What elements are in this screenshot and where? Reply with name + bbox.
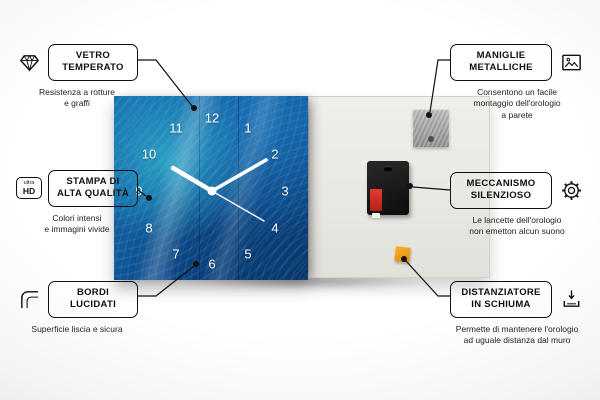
hanger-hole xyxy=(428,136,434,142)
feature-polished-edges: BORDI LUCIDATI Superficie liscia e sicur… xyxy=(16,281,138,335)
clock-number-5: 5 xyxy=(244,246,252,262)
feature-tempered-glass: VETRO TEMPERATO Resistenza a rotture e g… xyxy=(16,44,138,110)
polished-edge-icon xyxy=(16,287,42,311)
clock-number-1: 1 xyxy=(244,120,252,136)
clock-number-11: 11 xyxy=(169,120,183,136)
feature-title: BORDI LUCIDATI xyxy=(48,281,138,318)
battery-contact xyxy=(372,213,380,218)
glass-fold-line xyxy=(238,96,240,280)
feature-description: Colori intensi e immagini vivide xyxy=(44,212,110,235)
feature-description: Permette di mantenere l'orologio ad ugua… xyxy=(455,323,579,346)
gear-icon xyxy=(558,178,584,202)
feature-foam-spacer: DISTANZIATORE IN SCHIUMA Permette di man… xyxy=(450,281,584,347)
feature-description: Resistenza a rotture e graffi xyxy=(38,86,116,109)
glass-fold-line xyxy=(199,96,201,280)
diamond-icon xyxy=(16,50,42,74)
picture-frame-icon xyxy=(558,50,584,74)
clock-number-3: 3 xyxy=(281,183,289,199)
clock-number-6: 6 xyxy=(208,256,216,272)
foam-spacer xyxy=(394,246,411,263)
clock-number-12: 12 xyxy=(204,110,220,126)
clock-mechanism xyxy=(367,161,409,218)
mechanism-hanger-slot xyxy=(384,166,392,171)
feature-print-quality: ultra HD STAMPA DI ALTA QUALITÀ Colori i… xyxy=(16,170,138,236)
battery xyxy=(370,189,382,211)
clock-number-2: 2 xyxy=(271,146,279,162)
feature-description: Le lancette dell'orologio non emetton al… xyxy=(469,214,565,237)
feature-metal-hangers: MANIGLIE METALLICHE Consentono un facile… xyxy=(450,44,584,121)
ultra-hd-icon: ultra HD xyxy=(16,176,42,200)
feature-title: STAMPA DI ALTA QUALITÀ xyxy=(48,170,138,207)
feature-silent-mechanism: MECCANISMO SILENZIOSO Le lancette dell'o… xyxy=(450,172,584,238)
feature-title: DISTANZIATORE IN SCHIUMA xyxy=(450,281,552,318)
feature-title: MECCANISMO SILENZIOSO xyxy=(450,172,552,209)
feature-title: VETRO TEMPERATO xyxy=(48,44,138,81)
ultra-hd-icon-top-label: ultra xyxy=(23,180,35,187)
clock-number-7: 7 xyxy=(172,246,180,262)
ultra-hd-icon-bottom-label: HD xyxy=(22,185,36,196)
feature-description: Superficie liscia e sicura xyxy=(31,323,123,334)
foam-spacer-icon xyxy=(558,287,584,311)
clock-face: 12 1 2 3 4 5 6 7 8 9 10 11 xyxy=(114,96,308,280)
feature-title: MANIGLIE METALLICHE xyxy=(450,44,552,81)
feature-description: Consentono un facile montaggio dell'orol… xyxy=(473,86,561,120)
clock-hands xyxy=(170,158,268,222)
clock-number-8: 8 xyxy=(145,220,153,236)
clock-back-panel xyxy=(308,96,490,278)
clock-number-4: 4 xyxy=(271,220,279,236)
clock-number-10: 10 xyxy=(141,146,157,162)
